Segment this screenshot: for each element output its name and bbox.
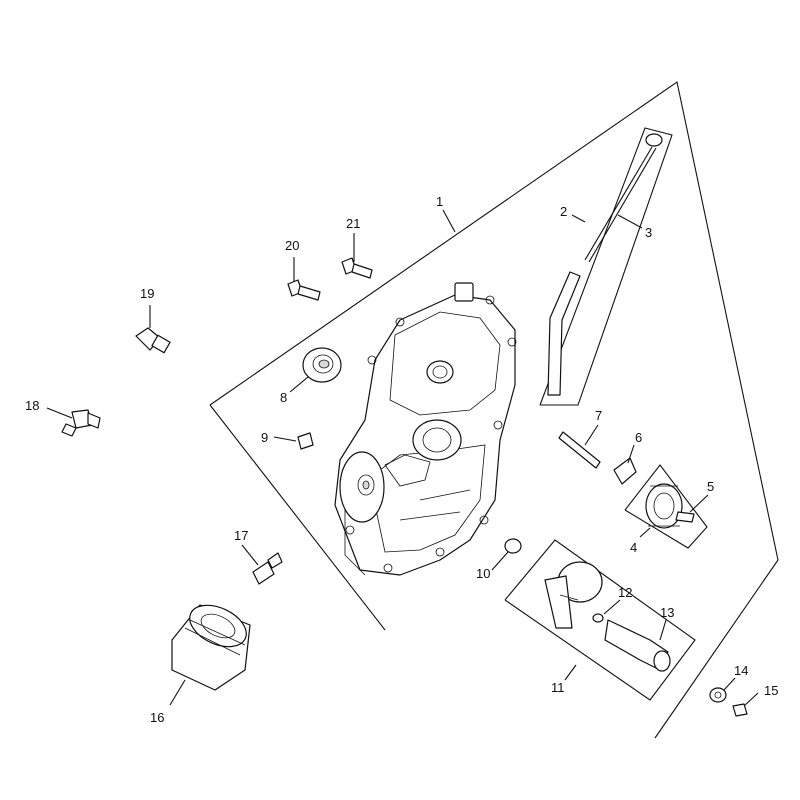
bolt-15 [732, 703, 748, 717]
bracket [613, 457, 637, 485]
callout-10: 10 [476, 566, 490, 581]
bolt-21 [341, 257, 373, 279]
crankcase-cover [334, 282, 517, 576]
callout-9: 9 [261, 430, 268, 445]
oil-seal [302, 347, 342, 383]
oil-filter [171, 604, 251, 691]
gear-assembly [645, 483, 695, 529]
callout-5: 5 [707, 479, 714, 494]
pump-group-outline [504, 539, 696, 701]
washer-12 [592, 613, 604, 623]
dipstick [547, 133, 663, 396]
bolt-20 [287, 279, 321, 301]
oil-pump [544, 561, 603, 629]
callout-2: 2 [560, 204, 567, 219]
callout-19: 19 [140, 286, 154, 301]
dipstick-group-outline [539, 127, 673, 406]
callout-18: 18 [25, 398, 39, 413]
callout-12: 12 [618, 585, 632, 600]
main-group-outline [209, 81, 779, 739]
o-ring [504, 538, 522, 554]
callout-14: 14 [734, 663, 748, 678]
callout-3: 3 [645, 225, 652, 240]
main-group-outline-left [209, 404, 386, 631]
callout-15: 15 [764, 683, 778, 698]
callout-7: 7 [595, 408, 602, 423]
callout-1: 1 [436, 194, 443, 209]
callout-11: 11 [551, 680, 565, 695]
callout-20: 20 [285, 238, 299, 253]
pin [558, 431, 601, 469]
callout-8: 8 [280, 390, 287, 405]
callout-4: 4 [630, 540, 637, 555]
callout-21: 21 [346, 216, 360, 231]
gear-group-outline [624, 464, 708, 549]
oil-pressure-switch [135, 327, 171, 354]
oil-strainer [604, 619, 671, 672]
filter-adapter [252, 552, 283, 585]
callout-13: 13 [660, 605, 674, 620]
callout-labels: 1 2 3 4 5 6 7 8 9 10 11 12 13 14 15 16 1… [25, 194, 778, 725]
plug [297, 432, 314, 450]
washer-14 [709, 687, 727, 703]
elbow-fitting [61, 409, 101, 437]
group-boundaries [209, 81, 779, 739]
callout-16: 16 [150, 710, 164, 725]
callout-17: 17 [234, 528, 248, 543]
leader-lines [46, 209, 759, 707]
callout-6: 6 [635, 430, 642, 445]
